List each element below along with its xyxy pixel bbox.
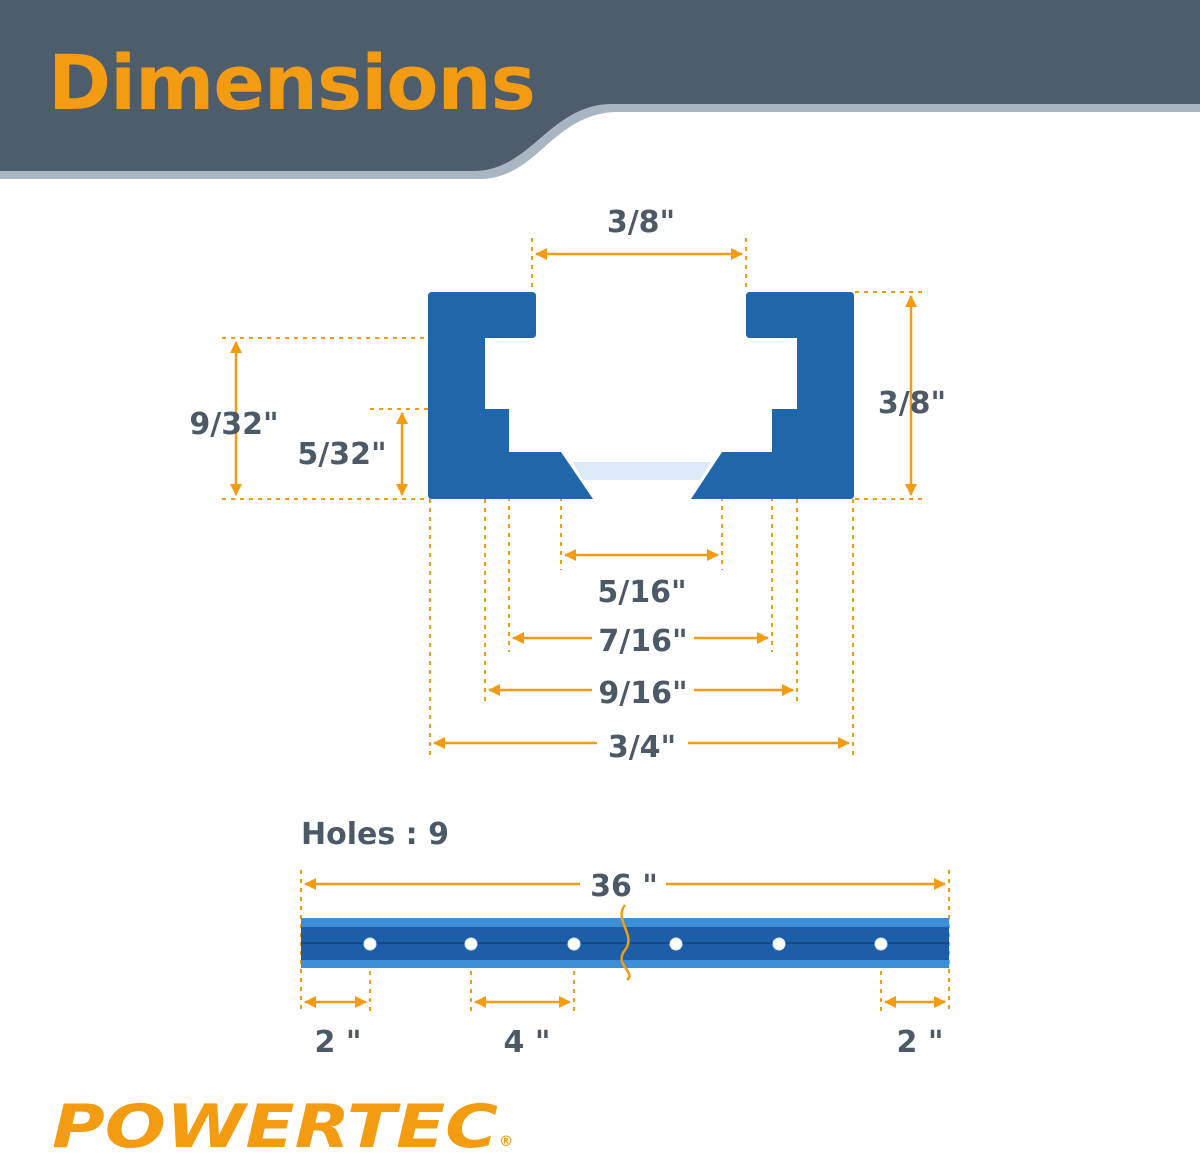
label-top-opening: 3/8" (607, 205, 675, 240)
track-hole (874, 937, 888, 951)
track-hole (567, 937, 581, 951)
brand-logo: POWERTEC ® (52, 1092, 513, 1153)
label-inner-width: 9/16" (598, 676, 687, 711)
label-track-length: 36 " (590, 869, 658, 904)
label-floor-width: 7/16" (598, 624, 687, 659)
break-symbol (620, 904, 631, 981)
track-arrows (304, 878, 946, 1008)
holes-label: Holes : 9 (301, 817, 449, 852)
track-holes (363, 937, 888, 951)
track-hole (464, 937, 478, 951)
header-background (0, 0, 1200, 171)
registered-mark: ® (499, 1134, 513, 1150)
brand-name: POWERTEC (52, 1092, 498, 1153)
label-countersink-width: 5/16" (597, 575, 686, 610)
dimension-arrows (230, 248, 917, 749)
label-hole-spacing: 4 " (504, 1025, 551, 1060)
label-lower-height: 5/32" (297, 437, 386, 472)
header-banner (0, 0, 1200, 179)
label-end-offset-left: 2 " (315, 1025, 362, 1060)
label-end-offset-right: 2 " (897, 1025, 944, 1060)
track-hole (772, 937, 786, 951)
label-slot-height: 9/32" (189, 407, 278, 442)
label-overall-width: 3/4" (608, 730, 676, 765)
page-title: Dimensions (48, 38, 536, 127)
track-hole (363, 937, 377, 951)
track-hole (669, 937, 683, 951)
label-overall-height: 3/8" (878, 386, 946, 421)
track-bar (301, 904, 949, 981)
